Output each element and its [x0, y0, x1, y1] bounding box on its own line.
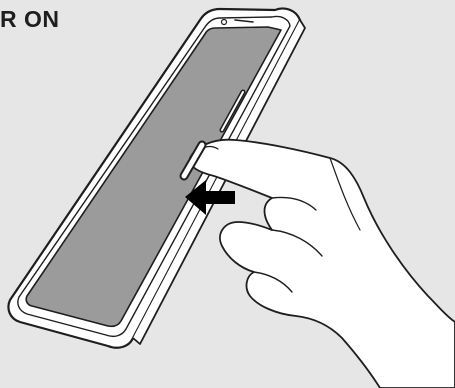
front-camera-icon	[222, 20, 227, 25]
hand-outline	[190, 140, 455, 388]
hand	[190, 140, 455, 388]
